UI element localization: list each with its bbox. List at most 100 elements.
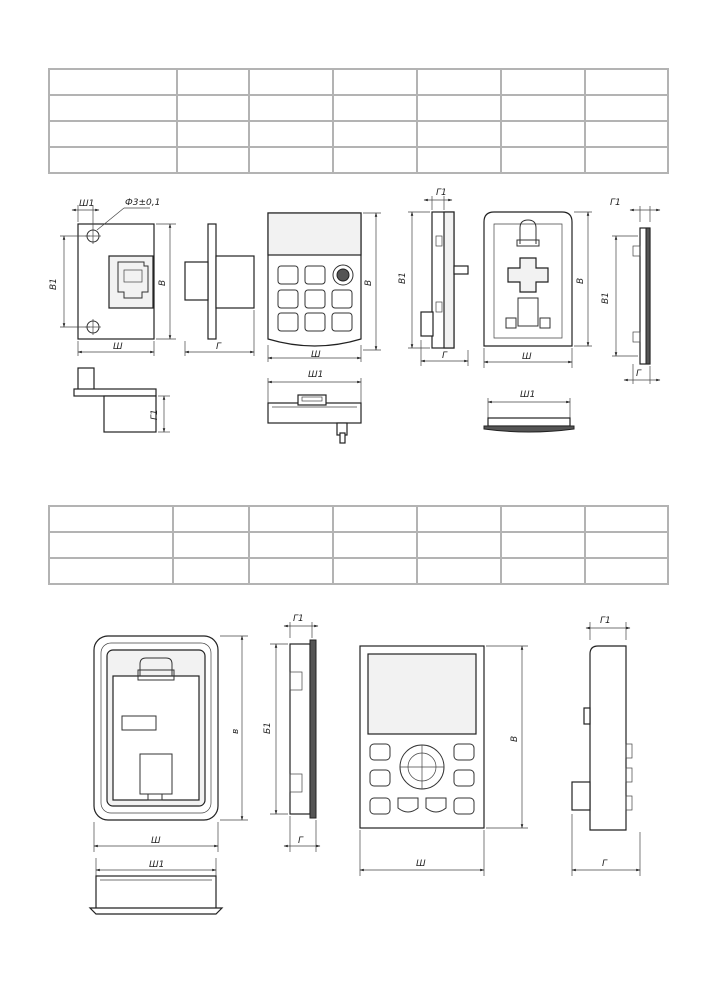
table-cell [248,505,334,533]
dim-g-holder: Г [442,351,448,361]
table-row [48,557,669,585]
table-cell [584,120,669,148]
dim-v-keypad: В [364,280,374,286]
table-cell [500,120,586,148]
table-cell [584,68,669,96]
table-cell [332,120,418,148]
dim-sh1-keypad: Ш1 [308,370,323,380]
bottom-dimension-table [48,505,669,585]
dim-sh-holder: Ш [522,352,532,362]
table-cell [332,505,418,533]
table-cell [332,68,418,96]
dim-g1-keypad-side: Г1 [610,198,621,208]
table-cell [248,120,334,148]
dim-g-large-holder: Г [298,836,304,846]
table-cell [48,505,174,533]
large-holder-bottom-view [88,858,224,915]
keypad-9-button-bottom-view [267,378,362,444]
dim-v1-keypad-side: В1 [601,292,611,304]
table-cell [584,146,669,174]
table-cell [248,531,334,559]
large-holder-side-view [270,622,321,852]
table-cell [248,68,334,96]
table-cell [332,146,418,174]
table-cell [172,505,250,533]
table-cell [332,94,418,122]
dim-v1-holder: В1 [398,272,408,284]
dim-g-large-keypad: Г [602,859,608,869]
table-row [48,531,669,559]
table-cell [172,531,250,559]
dim-g1-adapter: Г1 [150,409,160,420]
table-cell [248,146,334,174]
keypad-9-button-side-view [612,206,661,384]
holder-side-view [408,196,469,366]
dim-v-large-holder: в [231,729,241,734]
table-cell [48,531,174,559]
table-cell [500,531,586,559]
table-row [48,146,669,174]
table-cell [48,146,178,174]
table-cell [48,120,178,148]
dim-sh-keypad: Ш [311,350,321,360]
table-cell [584,557,669,585]
table-cell [48,68,178,96]
table-cell [332,531,418,559]
table-cell [500,68,586,96]
table-cell [176,120,250,148]
table-cell [500,146,586,174]
table-cell [176,68,250,96]
keypad-9-button-front-view [267,212,381,362]
holder-front-view [483,211,592,368]
dim-sh-large-keypad: Ш [416,859,426,869]
dim-v-large-keypad: В [510,736,520,742]
table-cell [48,94,178,122]
dim-v-holder: В [576,278,586,284]
table-cell [584,505,669,533]
table-cell [584,531,669,559]
table-cell [416,68,502,96]
dim-g-keypad-side: Г [636,369,642,379]
table-cell [500,505,586,533]
table-cell [416,531,502,559]
dim-sh1: Ш1 [79,199,94,209]
dim-sh-large-holder: Ш [151,836,161,846]
table-cell [176,146,250,174]
adapter-plate-bottom-view [73,367,170,433]
dim-g1-large-holder: Г1 [293,614,304,624]
table-row [48,68,669,96]
table-cell [416,146,502,174]
adapter-plate-front-view [60,205,176,356]
table-cell [248,94,334,122]
dim-sh1-large-holder: Ш1 [149,860,164,870]
table-cell [332,557,418,585]
table-cell [172,557,250,585]
table-cell [416,505,502,533]
dim-b1-large-holder: Б1 [263,722,273,734]
table-cell [584,94,669,122]
top-dimension-table [48,68,669,174]
large-keypad-side-view [571,622,641,876]
dim-sh1-holder: Ш1 [520,390,535,400]
holder-bottom-view [483,398,575,433]
dim-v1: В1 [49,278,59,290]
dim-g1-holder: Г1 [436,188,447,198]
table-cell [248,557,334,585]
table-cell [500,94,586,122]
table-cell [416,557,502,585]
table-row [48,120,669,148]
dim-g-adapter: Г [216,342,222,352]
table-cell [416,94,502,122]
table-row [48,505,669,533]
large-holder-front-view [93,635,248,852]
dim-v: В [158,280,168,286]
adapter-plate-side-view [184,223,255,356]
table-cell [416,120,502,148]
table-cell [48,557,174,585]
table-cell [500,557,586,585]
large-keypad-front-view [359,645,528,876]
dim-hole-diameter: Ф3±0,1 [125,198,160,208]
table-row [48,94,669,122]
dim-g1-large-keypad: Г1 [600,616,611,626]
